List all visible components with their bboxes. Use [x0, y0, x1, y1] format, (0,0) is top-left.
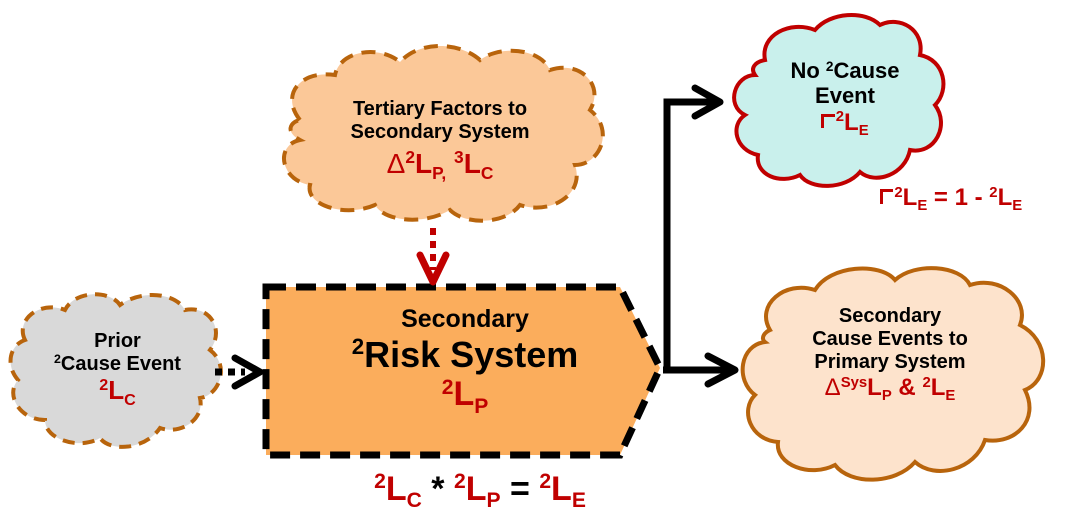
prior-cause-cloud: [8, 292, 223, 449]
tertiary-to-risk-arrow: [416, 228, 450, 286]
prior-line1: Prior: [94, 330, 141, 352]
tertiary-line1: Tertiary Factors to: [352, 98, 528, 120]
risk-line1: Secondary: [401, 305, 529, 333]
secondary-cause-formula: ΔSysLP & 2LE: [824, 374, 956, 405]
secondary-cause-line3: Primary System: [814, 351, 966, 373]
prior-cloud-label: Prior 2Cause Event 2LC: [30, 330, 205, 409]
risk-system-label: Secondary 2Risk System 2LP: [290, 305, 640, 418]
complement-equation: 2LE = 1 - 2LE: [880, 184, 1075, 214]
risk-system-box: [262, 283, 664, 459]
secondary-cause-cloud: [740, 266, 1046, 482]
secondary-cause-cloud-label: Secondary Cause Events to Primary System…: [770, 305, 1010, 405]
no-cause-formula: 2LE: [755, 109, 935, 139]
prior-formula: 2LC: [99, 375, 136, 409]
no-cause-line2: Event: [815, 83, 875, 109]
negation-icon: [880, 189, 894, 204]
tertiary-line2: Secondary System: [350, 121, 530, 143]
tertiary-factors-cloud: [282, 44, 605, 223]
secondary-cause-line1: Secondary: [838, 305, 942, 327]
negation-icon: [821, 114, 835, 129]
risk-formula: 2LP: [441, 375, 489, 418]
no-cause-cloud-label: No 2Cause Event 2LE: [755, 58, 935, 139]
no-cause-line1: No 2Cause: [790, 58, 900, 83]
risk-line2: 2Risk System: [351, 333, 579, 375]
tertiary-formula: Δ2LP, 3LC: [386, 147, 494, 184]
prior-to-risk-arrow: [215, 354, 264, 390]
no-cause-cloud: [732, 12, 946, 188]
prior-line2: 2Cause Event: [54, 352, 181, 375]
secondary-cause-line2: Cause Events to: [812, 328, 968, 350]
tertiary-cloud-label: Tertiary Factors to Secondary System Δ2L…: [300, 98, 580, 184]
output-connector: [663, 84, 739, 388]
product-equation: 2LC * 2LP = 2LE: [374, 470, 586, 513]
